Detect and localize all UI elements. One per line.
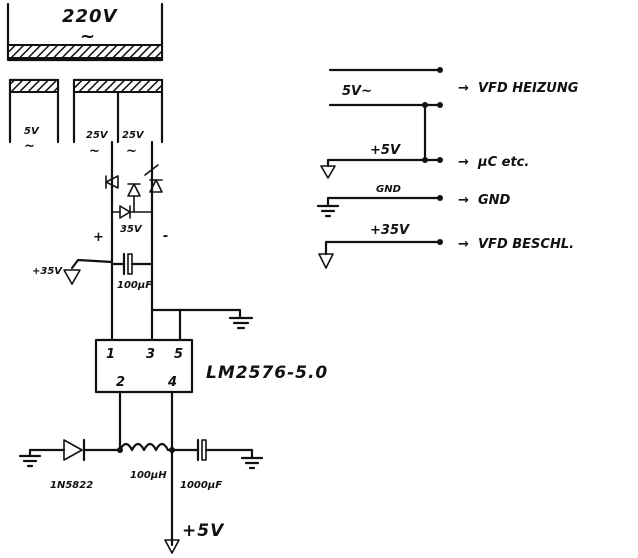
connector-0-dest: VFD HEIZUNG bbox=[478, 81, 579, 96]
connector-0b-dot bbox=[437, 102, 443, 108]
inductor-icon bbox=[118, 442, 174, 452]
diode-4-icon bbox=[119, 205, 131, 219]
connector-map: 5V~ → VFD HEIZUNG +5V → µC etc. GND → GN… bbox=[316, 67, 579, 269]
regulator-pin-3: 3 bbox=[146, 347, 155, 362]
connector-2-net: GND bbox=[376, 184, 401, 195]
supply-35v-arrow-icon bbox=[63, 269, 81, 285]
connector-1-dot bbox=[437, 157, 443, 163]
secondary-5v-ac-symbol: ~ bbox=[24, 139, 35, 154]
connector-1-arrow-icon bbox=[320, 165, 336, 179]
catch-diode-icon bbox=[63, 439, 83, 461]
connector-1-wire bbox=[326, 158, 442, 168]
connector-2-arrow: → bbox=[458, 193, 469, 208]
regulator-ic: 1 3 5 2 4 LM2576-5.0 bbox=[94, 338, 328, 394]
output-5v-arrow-icon bbox=[164, 539, 180, 554]
secondary-25v-a-ac-symbol: ~ bbox=[89, 144, 100, 159]
output-cap-label: 1000µF bbox=[180, 480, 222, 491]
regulator-pin-1: 1 bbox=[106, 347, 115, 362]
secondary-5v-label: 5V bbox=[24, 126, 40, 137]
secondary-25v-b-label: 25V bbox=[122, 130, 145, 141]
connector-2-dot bbox=[437, 195, 443, 201]
connector-3-dot bbox=[437, 239, 443, 245]
connector-2-wire bbox=[326, 196, 442, 208]
connector-3-net: +35V bbox=[370, 223, 410, 238]
rectifier-voltage-label: 35V bbox=[120, 224, 143, 235]
regulator-part-label: LM2576-5.0 bbox=[206, 363, 328, 383]
diode-2-icon bbox=[127, 183, 141, 197]
secondary-25v-a-label: 25V bbox=[86, 130, 109, 141]
wire-gnd-rail bbox=[150, 308, 242, 320]
connector-0-arrow: → bbox=[458, 81, 469, 96]
regulator-pin-5: 5 bbox=[174, 347, 183, 362]
diode-1-icon bbox=[105, 175, 119, 189]
output-stage: 1N5822 100µH 1000µF +5V bbox=[18, 390, 264, 554]
connector-0-dot bbox=[437, 67, 443, 73]
connector-0-net: 5V~ bbox=[342, 84, 372, 99]
regulator-pin-2: 2 bbox=[116, 375, 125, 390]
secondary-25v-core bbox=[73, 79, 163, 93]
wire-35v-tap bbox=[70, 258, 114, 270]
input-capacitor-section: 100µF +35V bbox=[32, 228, 254, 342]
regulator-body bbox=[94, 338, 194, 394]
rectifier-minus-label: - bbox=[163, 229, 168, 244]
transformer-primary-outline bbox=[6, 2, 164, 62]
connector-1-net: +5V bbox=[370, 143, 401, 158]
transformer: 220V ~ 5V ~ 25V ~ 25V ~ bbox=[6, 2, 164, 159]
node-dot-inductor-left bbox=[117, 447, 123, 453]
connector-1-dot-junction bbox=[422, 157, 428, 163]
diode-3-icon bbox=[149, 179, 163, 193]
bridge-rectifier: 35V + - bbox=[93, 140, 168, 245]
connector-3-wire bbox=[324, 240, 442, 256]
primary-voltage-label: 220V bbox=[62, 6, 119, 27]
connector-2-dest: GND bbox=[478, 193, 511, 208]
rectifier-plus-label: + bbox=[93, 230, 104, 245]
primary-ac-symbol: ~ bbox=[80, 26, 96, 47]
wire-rect-x4 bbox=[144, 164, 159, 176]
inductor-label: 100µH bbox=[130, 470, 167, 481]
connector-3-arrow: → bbox=[458, 237, 469, 252]
connector-3-dest: VFD BESCHL. bbox=[478, 237, 574, 252]
input-cap-label: 100µF bbox=[117, 280, 152, 291]
output-5v-label: +5V bbox=[182, 521, 225, 541]
secondary-5v-core bbox=[9, 79, 59, 93]
connector-1-dest: µC etc. bbox=[477, 155, 529, 170]
transformer-core-top bbox=[7, 44, 163, 59]
connector-1-arrow: → bbox=[458, 155, 469, 170]
connector-3-arrow-icon bbox=[318, 253, 334, 269]
regulator-pin-4: 4 bbox=[167, 375, 177, 390]
catch-diode-label: 1N5822 bbox=[50, 480, 93, 491]
supply-35v-label: +35V bbox=[32, 266, 63, 277]
secondary-25v-b-ac-symbol: ~ bbox=[126, 144, 137, 159]
